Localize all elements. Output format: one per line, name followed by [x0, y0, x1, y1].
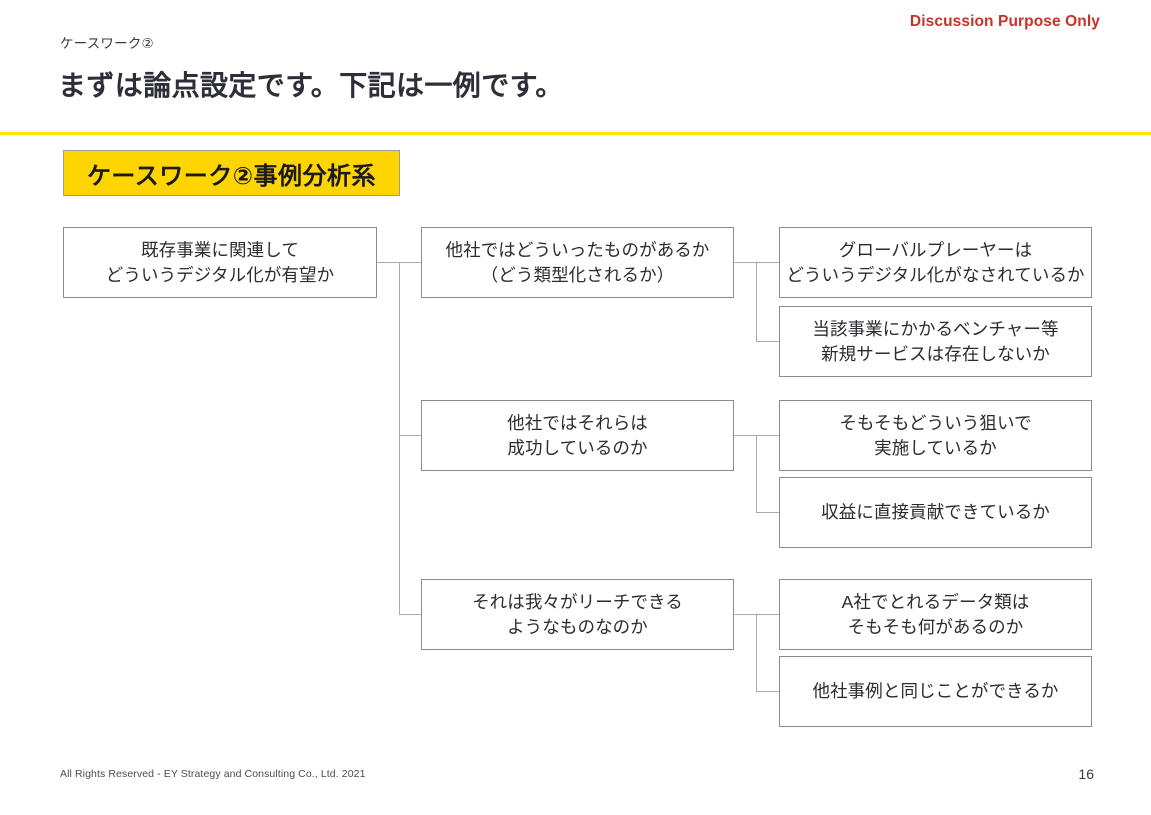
connector-branch-1-child-2-stub — [756, 341, 780, 343]
tree-node-label: 他社事例と同じことができるか — [812, 681, 1059, 702]
connector-branch-3-child-1-stub — [756, 614, 780, 616]
tree-node-root[interactable]: 既存事業に関連して どういうデジタル化が有望か — [63, 227, 377, 298]
connector-branch-2-child-2-stub — [756, 512, 780, 514]
tree-node-leaf-1-2[interactable]: 当該事業にかかるベンチャー等 新規サービスは存在しないか — [779, 306, 1092, 377]
connector-branch-2-child-1-stub — [756, 435, 780, 437]
connector-level1-trunk — [399, 262, 401, 615]
page-title: まずは論点設定です。下記は一例です。 — [58, 70, 564, 101]
tree-node-label: 当該事業にかかるベンチャー等 新規サービスは存在しないか — [812, 318, 1059, 364]
tree-node-label: 他社ではどういったものがあるか （どう類型化されるか） — [445, 239, 710, 285]
tree-node-label: 収益に直接貢献できているか — [821, 502, 1050, 523]
footer-page-number: 16 — [1078, 766, 1094, 782]
connector-root-stub — [377, 262, 400, 264]
tree-node-leaf-3-1[interactable]: A社でとれるデータ類は そもそも何があるのか — [779, 579, 1092, 650]
slide-eyebrow-label: ケースワーク② — [60, 36, 154, 51]
connector-branch-3-trunk — [756, 614, 758, 692]
tree-node-label: 他社ではそれらは 成功しているのか — [507, 412, 648, 458]
connector-level1-stub-1 — [399, 262, 422, 264]
connector-level1-stub-2 — [399, 435, 422, 437]
tree-node-leaf-1-1[interactable]: グローバルプレーヤーは どういうデジタル化がなされているか — [779, 227, 1092, 298]
connector-branch-2-trunk — [756, 435, 758, 513]
connector-branch-3-child-2-stub — [756, 691, 780, 693]
footer-copyright: All Rights Reserved - EY Strategy and Co… — [60, 768, 366, 780]
tree-node-branch-1[interactable]: 他社ではどういったものがあるか （どう類型化されるか） — [421, 227, 734, 298]
header-divider-rule — [0, 132, 1151, 135]
connector-level1-stub-3 — [399, 614, 422, 616]
connector-branch-1-stub — [734, 262, 757, 264]
connector-branch-2-stub — [734, 435, 757, 437]
tree-node-label: 既存事業に関連して どういうデジタル化が有望か — [105, 239, 335, 285]
tree-node-label: グローバルプレーヤーは どういうデジタル化がなされているか — [786, 239, 1085, 285]
tree-node-leaf-3-2[interactable]: 他社事例と同じことができるか — [779, 656, 1092, 727]
connector-branch-1-trunk — [756, 262, 758, 342]
tree-node-branch-3[interactable]: それは我々がリーチできる ようなものなのか — [421, 579, 734, 650]
section-badge: ケースワーク②事例分析系 — [63, 150, 400, 196]
tree-node-leaf-2-1[interactable]: そもそもどういう狙いで 実施しているか — [779, 400, 1092, 471]
tree-node-label: それは我々がリーチできる ようなものなのか — [472, 591, 683, 637]
tree-node-label: そもそもどういう狙いで 実施しているか — [839, 412, 1032, 458]
tree-node-label: A社でとれるデータ類は そもそも何があるのか — [841, 591, 1030, 637]
connector-branch-1-child-1-stub — [756, 262, 780, 264]
section-badge-label: ケースワーク②事例分析系 — [86, 162, 377, 190]
connector-branch-3-stub — [734, 614, 757, 616]
discussion-purpose-notice: Discussion Purpose Only — [909, 13, 1100, 30]
tree-node-leaf-2-2[interactable]: 収益に直接貢献できているか — [779, 477, 1092, 548]
tree-node-branch-2[interactable]: 他社ではそれらは 成功しているのか — [421, 400, 734, 471]
